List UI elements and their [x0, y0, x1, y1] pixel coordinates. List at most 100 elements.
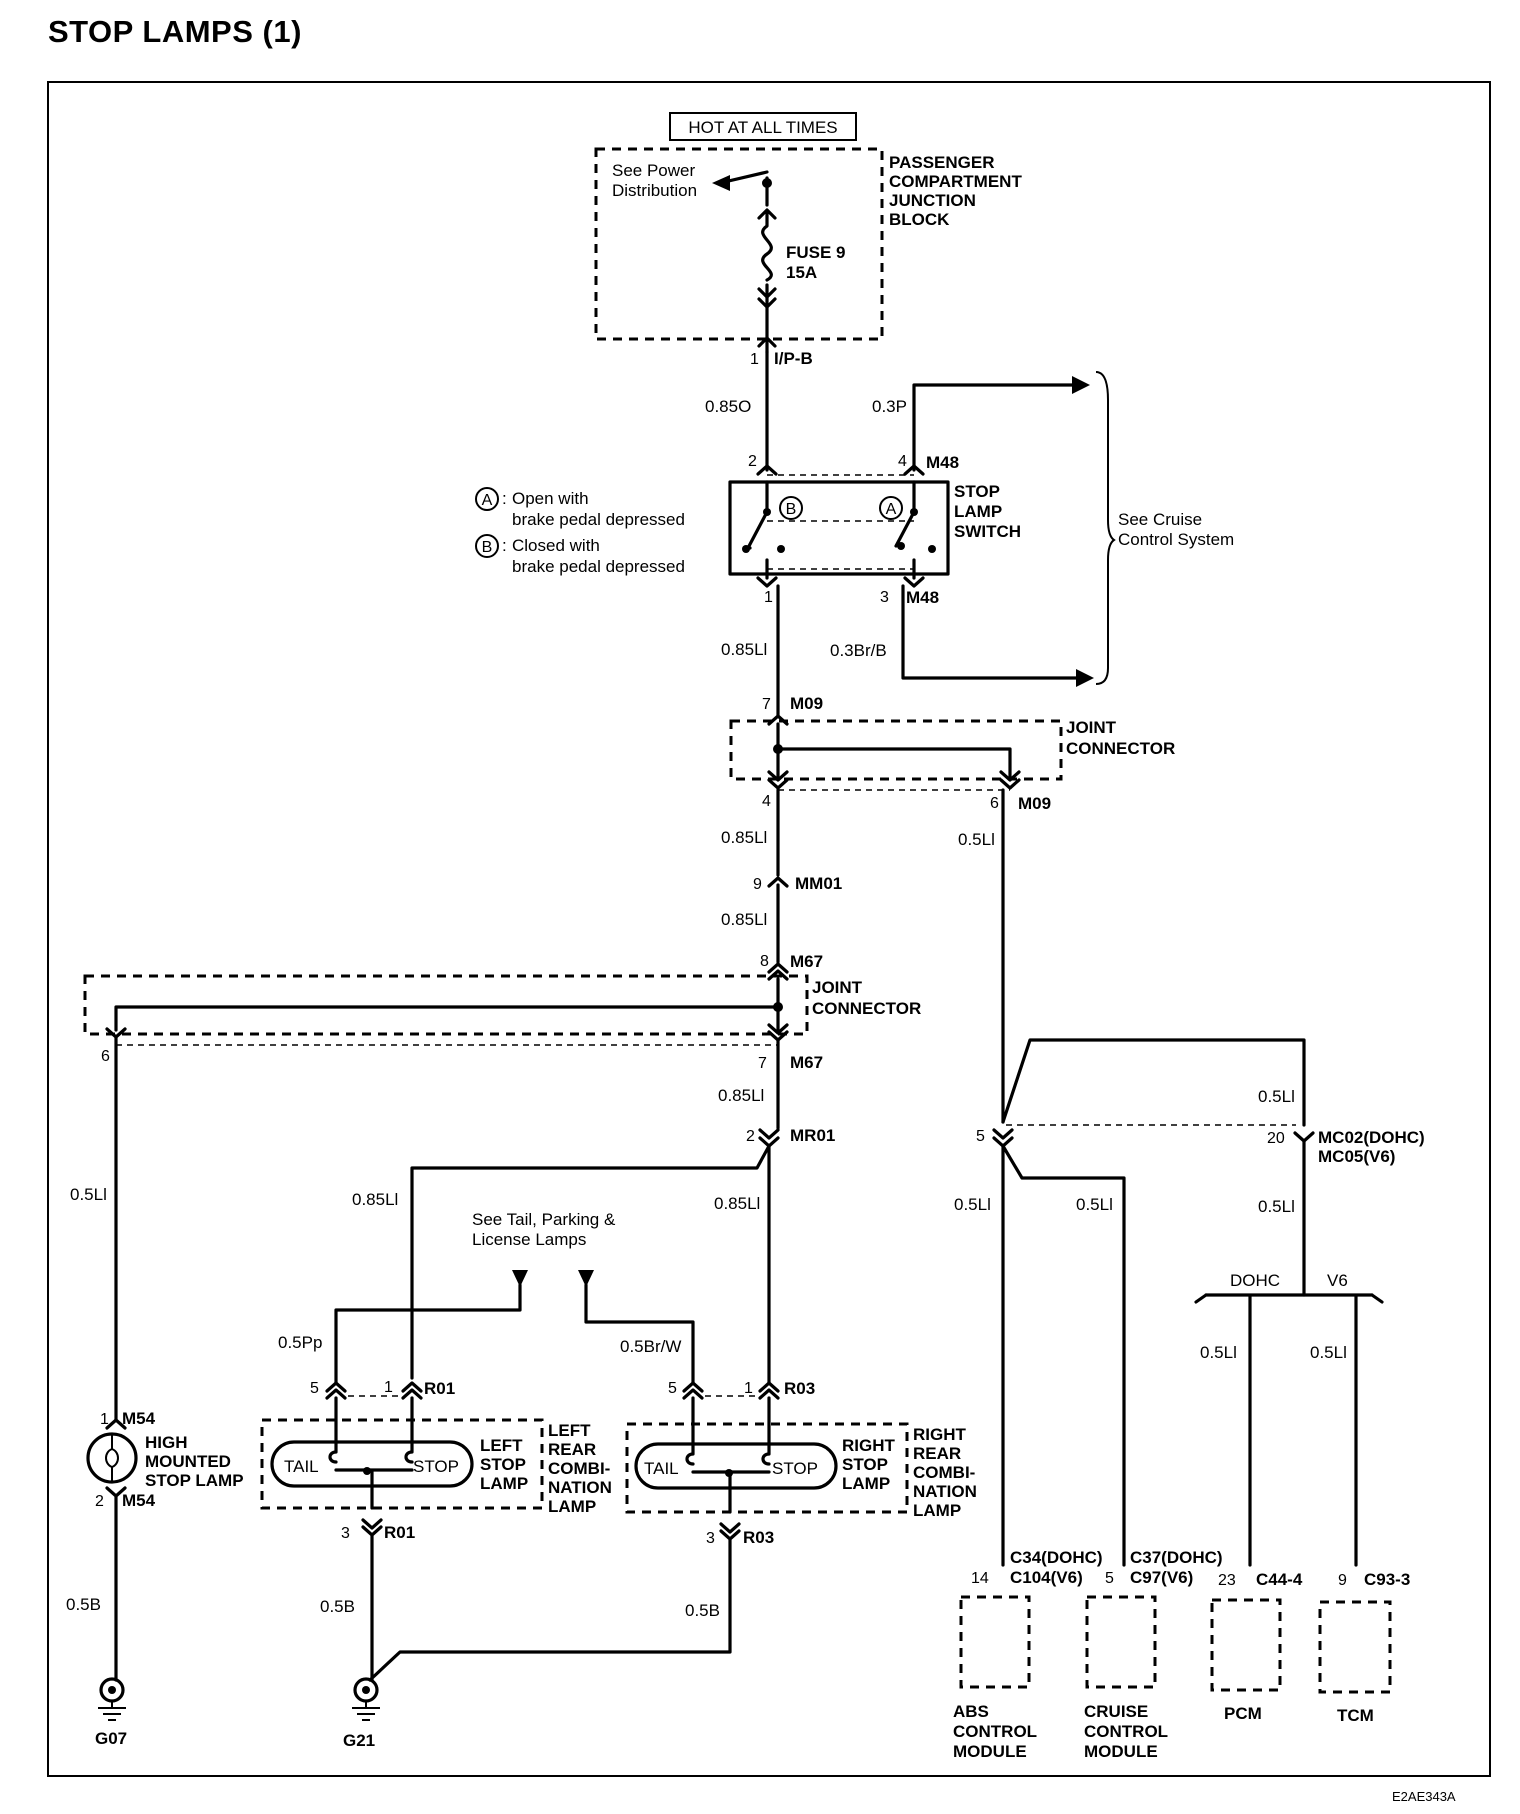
- mr01-connector-label: MR01: [790, 1126, 835, 1145]
- wire-0.5Ll-high-mount-label: 0.5Ll: [70, 1185, 107, 1204]
- switch-pin-2: 2: [748, 453, 757, 470]
- left-stop-lamp-label: LEFT STOP LAMP: [480, 1436, 530, 1493]
- diagram-code: E2AE343A: [1392, 1789, 1456, 1804]
- mm01-pin: 9: [753, 876, 762, 893]
- m09-pin-4: 4: [762, 793, 771, 810]
- m67-input-connector: [767, 962, 789, 981]
- m54-pin-1: 1: [100, 1411, 109, 1428]
- r01-pin-3: 3: [341, 1525, 350, 1542]
- switch-pin-3: 3: [880, 589, 889, 606]
- wire-0.5BrW: [584, 1283, 695, 1385]
- fuse-label: FUSE 9 15A: [786, 243, 850, 282]
- legend-b-text: : Closed with brake pedal depressed: [502, 536, 685, 576]
- tail-arrow-right: [578, 1270, 594, 1287]
- tcm-connector-label: C93-3: [1364, 1570, 1410, 1589]
- right-lamp-stop-label: STOP: [772, 1459, 818, 1478]
- wire-0.85Ll-trunk-label-1: 0.85Ll: [721, 828, 767, 847]
- high-mount-lamp-filament: [105, 1434, 119, 1482]
- wire-0.5Ll-pcm-label: 0.5Ll: [1200, 1343, 1237, 1362]
- switch-top-connectors: [756, 464, 925, 476]
- abs-control-module-box: [959, 1595, 1031, 1689]
- mc02-left-connector: [992, 1128, 1014, 1148]
- wire-0.3BrB-label: 0.3Br/B: [830, 641, 887, 660]
- wire-0.3P-label: 0.3P: [872, 397, 907, 416]
- mc02-connector-label: MC02(DOHC) MC05(V6): [1318, 1128, 1429, 1166]
- cruise-brace: [1095, 371, 1116, 685]
- m09-splice-dot: [773, 744, 783, 754]
- wire-0.85Ll-left-label: 0.85Ll: [352, 1190, 398, 1209]
- pcm-box: [1210, 1598, 1282, 1692]
- right-lamp-ground-dot: [725, 1469, 733, 1477]
- m67-internal-bus: [114, 977, 780, 1032]
- switch-a-contacts: [894, 480, 916, 580]
- switch-a-dot3: [928, 545, 936, 553]
- r03-pin-5: 5: [668, 1380, 677, 1397]
- legend-a-text: : Open with brake pedal depressed: [502, 489, 685, 529]
- m67-pin-7: 7: [758, 1055, 767, 1072]
- pcm-pin: 23: [1218, 1572, 1236, 1589]
- m67-pin-6: 6: [101, 1048, 110, 1065]
- joint-connector-1-outline: [729, 719, 1063, 781]
- r01-connector-bottom: R01: [384, 1523, 415, 1542]
- r03-connector-top: R03: [784, 1379, 815, 1398]
- joint-connector-2-label: JOINT CONNECTOR: [812, 978, 921, 1018]
- wire-0.85O-label: 0.85O: [705, 397, 751, 416]
- m09-connector-top: M09: [790, 694, 823, 713]
- power-feed-wire: [718, 170, 769, 354]
- switch-mechanical-link: [767, 474, 914, 570]
- left-rear-combination-lamp-label: LEFT REAR COMBI- NATION LAMP: [548, 1421, 617, 1516]
- right-lamp-bulb: [634, 1442, 838, 1490]
- switch-bottom-connectors: [756, 576, 925, 588]
- left-lamp-stop-label: STOP: [413, 1457, 459, 1476]
- switch-pin-4: 4: [898, 453, 907, 470]
- fuse-symbol: [757, 208, 777, 309]
- r01-pin-5: 5: [310, 1380, 319, 1397]
- legend-b-marker-text: B: [482, 539, 493, 556]
- switch-b-marker-text: B: [786, 501, 797, 518]
- abs-control-module-label: ABS CONTROL MODULE: [953, 1702, 1041, 1761]
- switch-connector-top: M48: [926, 453, 959, 472]
- m54-pin-2: 2: [95, 1493, 104, 1510]
- left-lamp-filaments: [328, 1396, 414, 1510]
- wire-0.3BrB: [901, 584, 1078, 680]
- cruise-arrow-bottom: [1076, 669, 1094, 687]
- g07-label: G07: [95, 1729, 127, 1748]
- wire-0.3P: [912, 383, 1074, 472]
- switch-a-marker: [879, 496, 903, 520]
- r03-pin-1: 1: [744, 1380, 753, 1397]
- mm01-connector: [767, 876, 789, 888]
- wire-0.85Ll-switch-label: 0.85Ll: [721, 640, 767, 659]
- r03-bottom-connector: [368, 1522, 741, 1682]
- pcm-connector-label: C44-4: [1256, 1570, 1303, 1589]
- stop-lamp-switch-body: [728, 480, 950, 576]
- switch-connector-bottom: M48: [906, 588, 939, 607]
- see-power-distribution-label: See Power Distribution: [612, 161, 700, 200]
- wire-0.5Pp: [334, 1283, 522, 1385]
- right-rear-combination-lamp-label: RIGHT REAR COMBI- NATION LAMP: [913, 1425, 982, 1520]
- ipb-connector-symbol: [757, 336, 777, 348]
- wire-0.85Ll-trunk-label-2: 0.85Ll: [721, 910, 767, 929]
- wire-0.5Ll-tcm-label: 0.5Ll: [1310, 1343, 1347, 1362]
- r01-bottom-connector: [361, 1518, 383, 1682]
- ipb-connector-label: I/P-B: [774, 349, 813, 368]
- wire-0.5B-g07-label: 0.5B: [66, 1595, 101, 1614]
- switch-a-dot1: [910, 508, 918, 516]
- mc02-loop-wire: [1001, 1038, 1306, 1127]
- m54-connector-bottom: M54: [122, 1491, 156, 1510]
- wire-0.5Ll-cruise-label: 0.5Ll: [1076, 1195, 1113, 1214]
- cruise-pin: 5: [1105, 1570, 1114, 1587]
- power-distribution-arrow: [712, 175, 730, 191]
- legend-a-marker-text: A: [482, 492, 493, 509]
- wire-0.5Ll-mc02-bottom-label: 0.5Ll: [1258, 1197, 1295, 1216]
- r03-pin-3: 3: [706, 1530, 715, 1547]
- tail-arrow-left: [512, 1270, 528, 1287]
- wire-0.5Ll-m09-label: 0.5Ll: [958, 830, 995, 849]
- switch-a-marker-text: A: [886, 501, 897, 518]
- wire-0.5Ll-mc02-top-label: 0.5Ll: [1258, 1087, 1295, 1106]
- branch-v6-label: V6: [1327, 1271, 1348, 1290]
- m09-output-connectors: [767, 770, 1021, 790]
- switch-b-dot2: [777, 545, 785, 553]
- abs-connector-label: C34(DOHC) C104(V6): [1010, 1548, 1107, 1587]
- g21-ground-center: [362, 1686, 370, 1694]
- dohc-v6-branch: [1194, 1293, 1384, 1567]
